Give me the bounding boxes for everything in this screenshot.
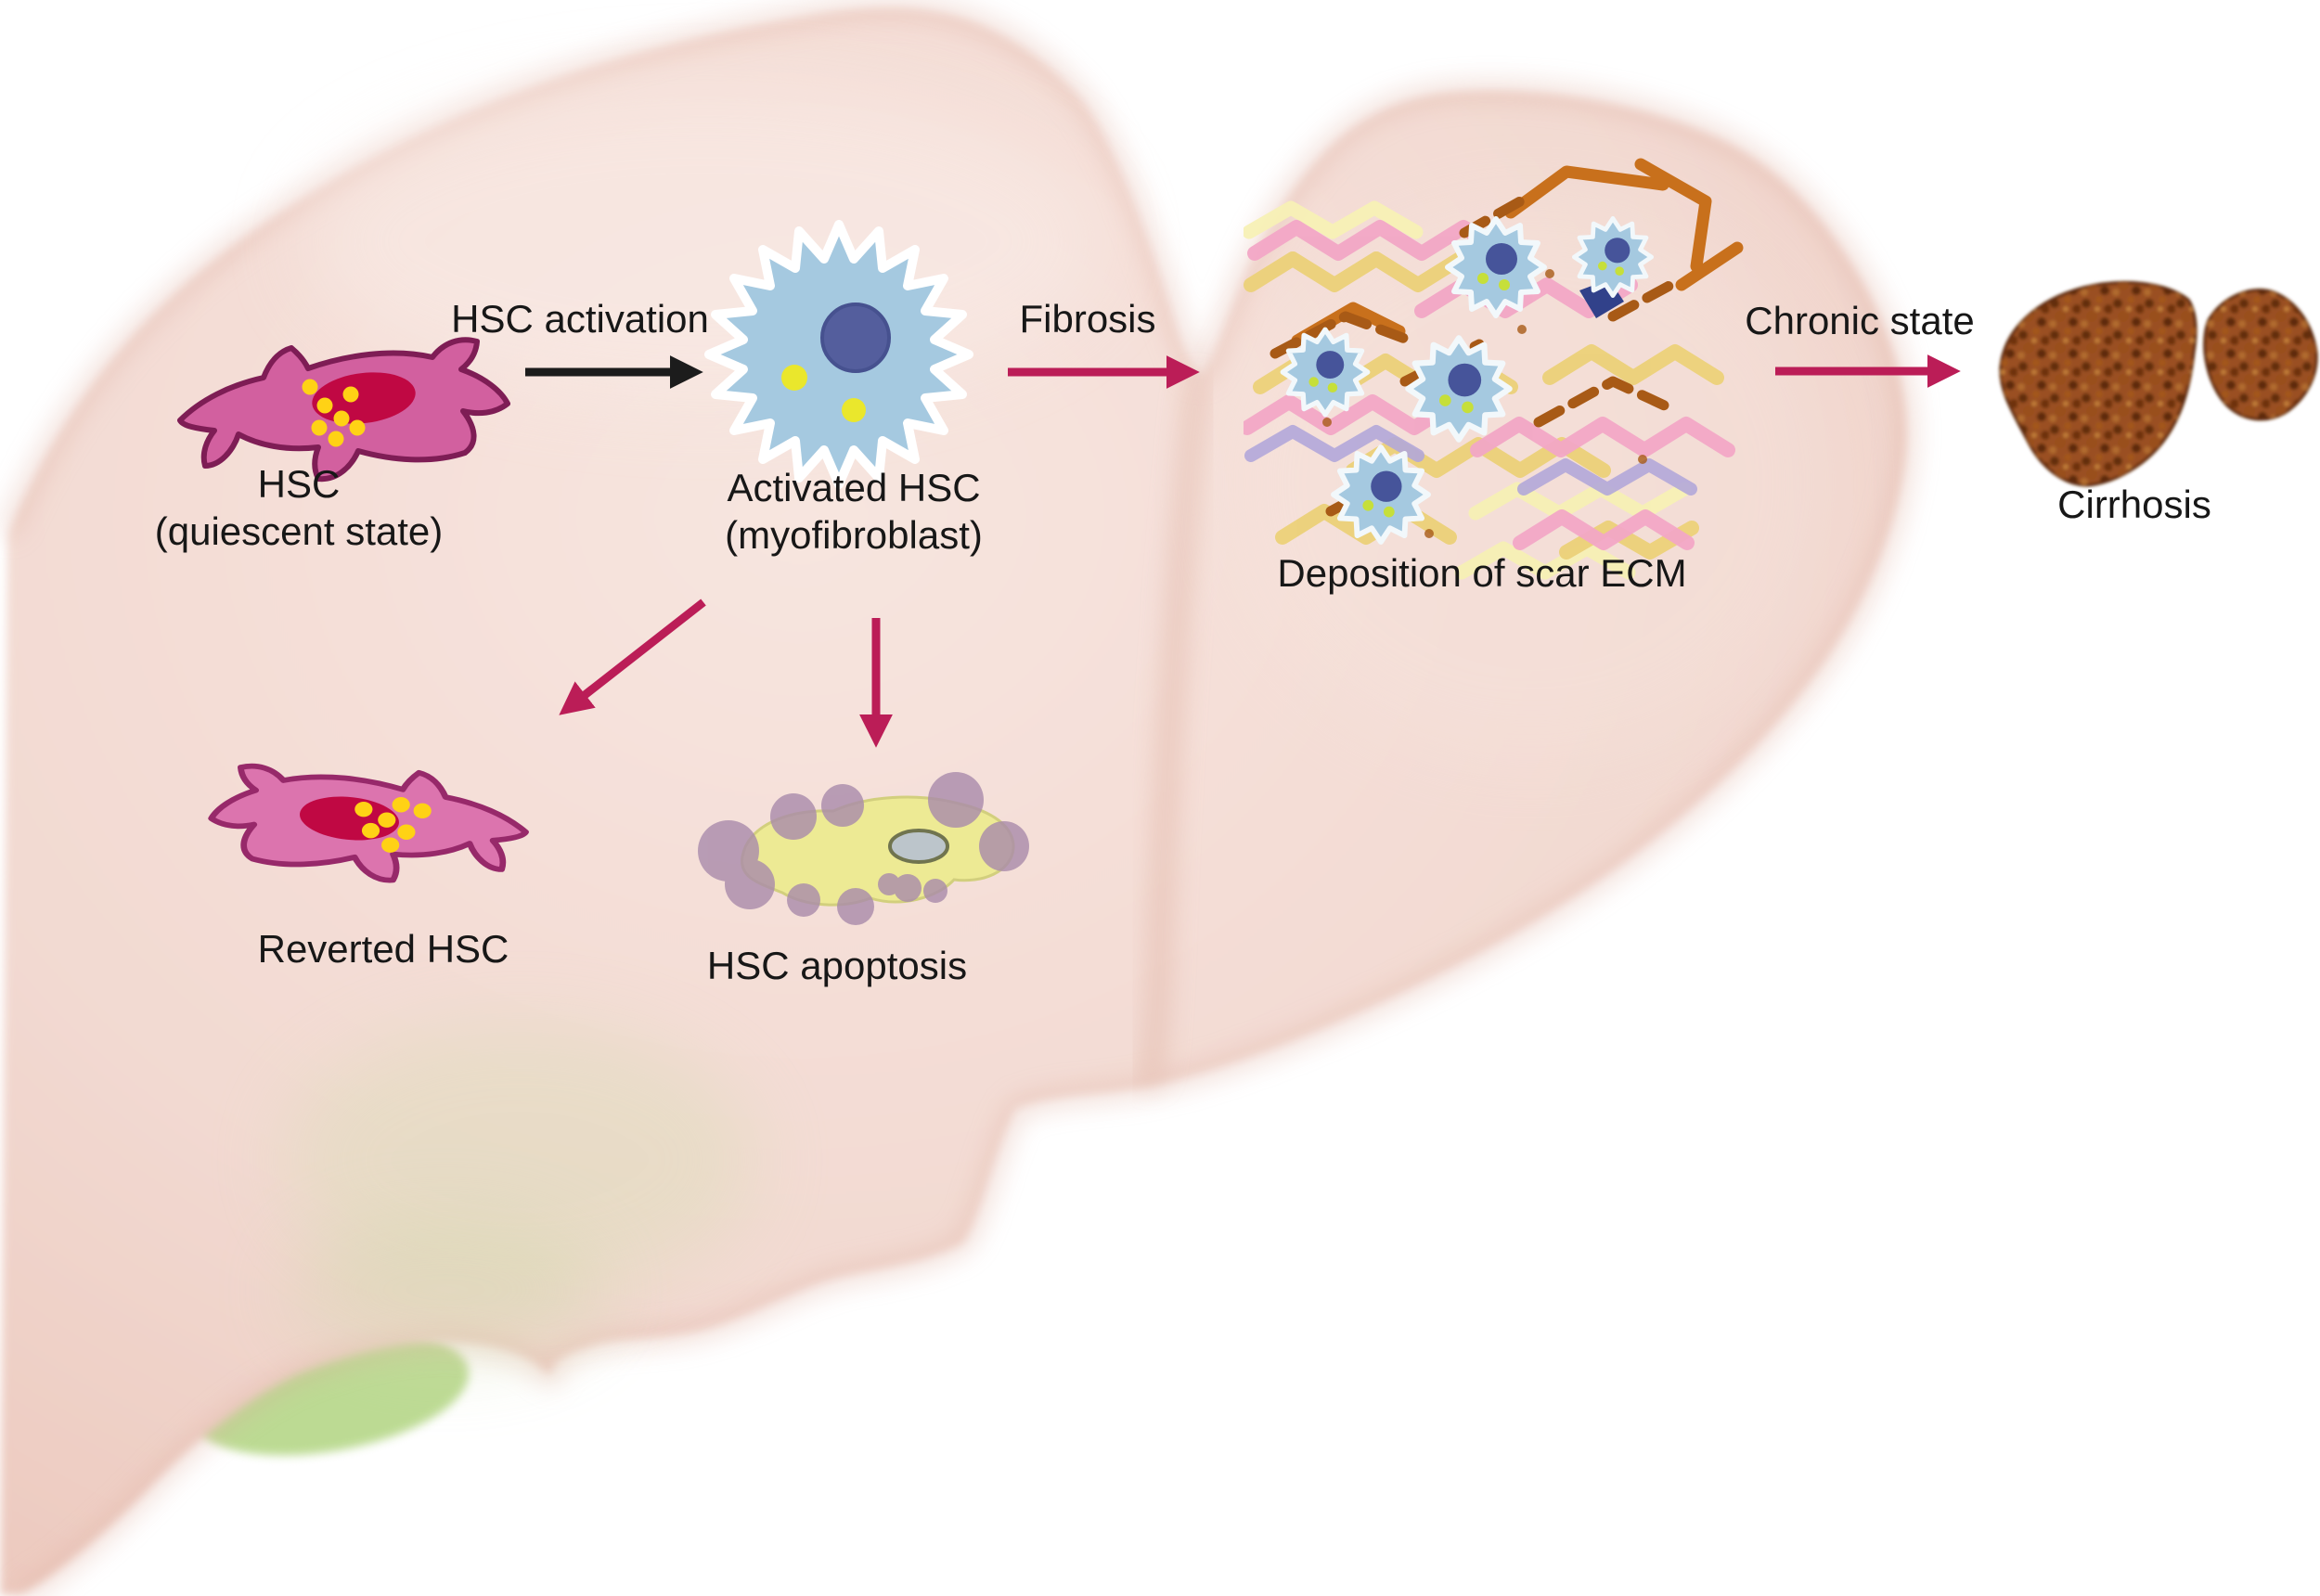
hsc-apoptosis-label: HSC apoptosis xyxy=(706,944,968,987)
scar-ecm-label: Deposition of scar ECM xyxy=(1277,551,1687,595)
activated-hsc-label-line2: (myofibroblast) xyxy=(725,513,983,557)
scar-ecm-illustration xyxy=(1244,158,1744,580)
liver-lobe-crease xyxy=(1139,377,1207,1087)
hsc-activation-label: HSC activation xyxy=(451,297,709,341)
reverted-hsc-label: Reverted HSC xyxy=(257,927,509,971)
fibrosis-label: Fibrosis xyxy=(1019,297,1156,341)
reversion-arrow xyxy=(559,598,706,715)
activated-hsc-label: Activated HSC (myofibroblast) xyxy=(725,464,983,559)
reverted-hsc-cell-icon xyxy=(208,763,529,883)
quiescent-hsc-cell-icon xyxy=(177,337,510,483)
apoptotic-hsc-cell-icon xyxy=(698,772,1029,925)
activated-hsc-cell-icon xyxy=(704,220,973,489)
activated-hsc-label-line1: Activated HSC xyxy=(727,466,981,509)
quiescent-hsc-label: HSC (quiescent state) xyxy=(155,460,444,555)
cirrhotic-liver-icon xyxy=(1999,281,2318,487)
quiescent-hsc-label-line2: (quiescent state) xyxy=(154,509,444,553)
gallbladder-neck-tint xyxy=(288,1216,603,1364)
liver-edge-shading xyxy=(1,1,1914,1596)
chronic-state-label: Chronic state xyxy=(1745,299,1975,342)
quiescent-hsc-label-line1: HSC xyxy=(257,462,341,506)
cirrhosis-label: Cirrhosis xyxy=(2057,483,2211,526)
